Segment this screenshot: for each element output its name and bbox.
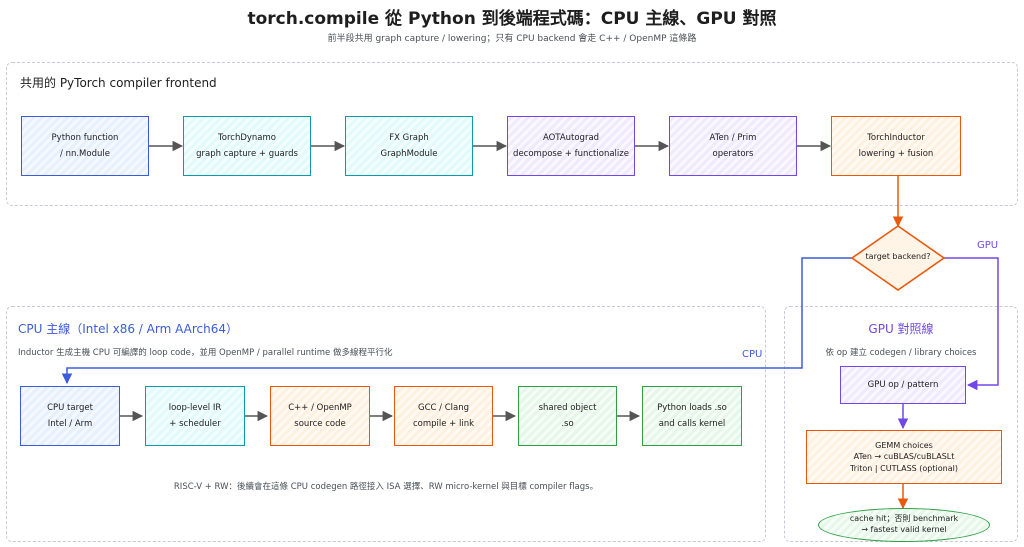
node-loop-level-ir-line1: loop-level IR <box>168 402 222 413</box>
node-aotautograd-line1: AOTAutograd <box>542 132 600 143</box>
node-python-loads-so: Python loads .so and calls kernel <box>642 386 742 446</box>
node-python-loads-so-line1: Python loads .so <box>657 402 727 413</box>
node-cpp-openmp: C++ / OpenMP source code <box>270 386 370 446</box>
node-aotautograd-line2: decompose + functionalize <box>513 149 629 159</box>
node-fx-graph-line2: GraphModule <box>380 149 438 159</box>
node-python-function-line2: / nn.Module <box>60 149 110 159</box>
edge-decision-cpu <box>61 257 852 385</box>
node-gemm-choices-line1: GEMM choices <box>875 440 933 450</box>
node-python-loads-so-line2: and calls kernel <box>658 419 726 429</box>
node-aten-prim: ATen / Prim operators <box>669 116 797 176</box>
node-gemm-choices-line2: ATen → cuBLAS/cuBLASLt <box>853 452 955 462</box>
node-loop-level-ir: loop-level IR + scheduler <box>145 386 245 446</box>
node-torchdynamo-line2: graph capture + guards <box>196 149 298 159</box>
edge-decision-gpu <box>944 257 999 391</box>
frontend-region-title: 共用的 PyTorch compiler frontend <box>20 76 217 90</box>
cpu-region <box>6 306 766 542</box>
edge-label-cpu: CPU <box>742 349 763 360</box>
node-torchinductor-line1: TorchInductor <box>867 132 925 143</box>
cpu-region-title: CPU 主線（Intel x86 / Arm AArch64） <box>18 322 238 336</box>
edge-label-gpu: GPU <box>977 240 999 251</box>
node-shared-object: shared object .so <box>518 386 617 446</box>
node-cpu-target-line2: Intel / Arm <box>47 419 93 429</box>
gpu-region-desc: 依 op 建立 codegen / library choices <box>825 348 977 358</box>
node-torchinductor-line2: lowering + fusion <box>858 149 934 159</box>
node-gemm-choices: GEMM choices ATen → cuBLAS/cuBLASLt Trit… <box>806 430 1002 484</box>
node-python-function-line1: Python function <box>51 132 119 143</box>
node-fx-graph: FX Graph GraphModule <box>345 116 473 176</box>
node-gcc-clang-line1: GCC / Clang <box>417 402 469 413</box>
node-gpu-op-pattern-line1: GPU op / pattern <box>867 379 939 390</box>
cpu-riscv-note: RISC-V + RW：後續會在這條 CPU codegen 路徑接入 ISA … <box>173 482 599 492</box>
page-subtitle: 前半段共用 graph capture / lowering；只有 CPU ba… <box>327 34 697 44</box>
page-title: torch.compile 從 Python 到後端程式碼：CPU 主線、GPU… <box>247 9 777 29</box>
decision-label: target backend? <box>865 252 931 261</box>
node-gcc-clang-line2: compile + link <box>412 419 475 429</box>
frontend-region <box>6 62 1018 206</box>
node-torchdynamo: TorchDynamo graph capture + guards <box>183 116 311 176</box>
node-aten-prim-line2: operators <box>712 149 754 159</box>
cpu-region-desc: Inductor 生成主機 CPU 可編譯的 loop code，並用 Open… <box>18 348 393 358</box>
node-shared-object-line2: .so <box>561 419 574 429</box>
node-aotautograd: AOTAutograd decompose + functionalize <box>507 116 635 176</box>
node-cpp-openmp-line1: C++ / OpenMP <box>288 402 352 413</box>
node-aten-prim-line1: ATen / Prim <box>709 132 757 143</box>
node-gemm-choices-line3: Triton | CUTLASS (optional) <box>850 463 958 473</box>
node-gcc-clang: GCC / Clang compile + link <box>394 386 493 446</box>
node-cache-hit-line2: → fastest valid kernel <box>861 525 947 534</box>
node-cpu-target-line1: CPU target <box>47 402 93 413</box>
gpu-region-title: GPU 對照線 <box>868 322 934 336</box>
node-gpu-op-pattern: GPU op / pattern <box>840 366 966 404</box>
node-loop-level-ir-line2: + scheduler <box>169 419 221 429</box>
node-cpp-openmp-line2: source code <box>294 419 346 429</box>
node-python-function: Python function / nn.Module <box>21 116 149 176</box>
node-fx-graph-line1: FX Graph <box>389 132 429 143</box>
node-shared-object-line1: shared object <box>538 402 597 413</box>
node-torchdynamo-line1: TorchDynamo <box>218 132 276 143</box>
node-cpu-target: CPU target Intel / Arm <box>20 386 120 446</box>
decision-diamond-shape <box>850 225 946 291</box>
node-cache-hit-line1: cache hit；否則 benchmark <box>849 514 959 524</box>
node-cache-hit: cache hit；否則 benchmark → fastest valid k… <box>818 508 990 542</box>
node-torchinductor: TorchInductor lowering + fusion <box>831 116 961 176</box>
